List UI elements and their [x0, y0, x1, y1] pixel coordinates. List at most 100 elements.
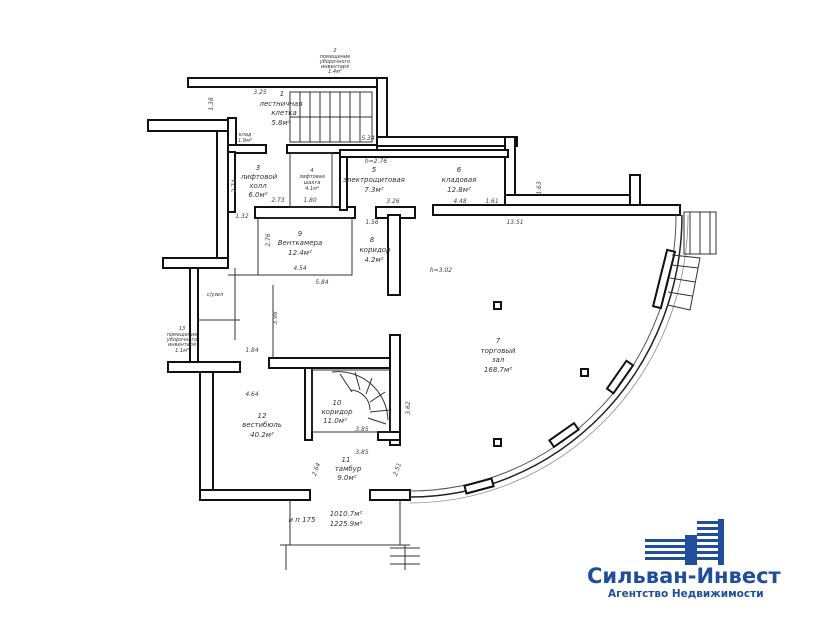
svg-text:h=3.02: h=3.02	[430, 267, 452, 274]
svg-text:электрощитовая: электрощитовая	[343, 176, 405, 184]
svg-text:лифтовая: лифтовая	[298, 174, 325, 180]
svg-text:3.62: 3.62	[405, 401, 412, 415]
svg-text:6.0м²: 6.0м²	[248, 191, 267, 199]
svg-text:8: 8	[370, 236, 375, 244]
company-logo: Сильван-Инвест Агентство Недвижимости	[587, 519, 782, 600]
svg-text:9: 9	[298, 230, 303, 238]
svg-text:2.64: 2.64	[311, 462, 322, 477]
columns	[493, 301, 589, 447]
svg-text:с/узел: с/узел	[207, 292, 224, 298]
svg-text:вестибюль: вестибюль	[242, 421, 282, 429]
room-label-12: 12 вестибюль 40.2м²	[242, 412, 282, 439]
svg-text:4.48: 4.48	[453, 198, 467, 205]
svg-text:торговый: торговый	[481, 347, 516, 355]
svg-text:2.74: 2.74	[231, 179, 238, 193]
room-label-13: 13 помещение уборочного инвентаря 1.1м²	[166, 326, 197, 354]
svg-text:5.8м²: 5.8м²	[271, 119, 290, 127]
svg-text:1.56: 1.56	[365, 219, 379, 226]
svg-text:3.98: 3.98	[272, 311, 279, 325]
svg-text:4.54: 4.54	[293, 265, 307, 272]
svg-text:коридор: коридор	[321, 408, 353, 416]
exterior-stairs	[280, 211, 717, 570]
svg-text:Венткамера: Венткамера	[278, 239, 323, 247]
svg-text:4.64: 4.64	[245, 391, 259, 398]
svg-text:инвентаря: инвентаря	[168, 342, 196, 348]
svg-text:3.25: 3.25	[253, 89, 267, 96]
svg-text:3.85: 3.85	[355, 449, 369, 456]
svg-text:лифтовой: лифтовой	[240, 173, 278, 181]
svg-text:уборочного: уборочного	[319, 59, 350, 65]
svg-text:7.3м²: 7.3м²	[364, 186, 383, 194]
svg-text:7: 7	[496, 337, 501, 345]
svg-text:5: 5	[372, 166, 377, 174]
svg-text:5.84: 5.84	[315, 279, 329, 286]
svg-text:3.26: 3.26	[386, 198, 400, 205]
curved-facade	[409, 214, 689, 504]
svg-text:10: 10	[333, 399, 342, 407]
svg-text:168.7м²: 168.7м²	[484, 366, 512, 374]
svg-text:11.0м²: 11.0м²	[323, 417, 347, 425]
svg-text:кладовая: кладовая	[442, 176, 477, 184]
svg-text:2.51: 2.51	[392, 462, 403, 477]
svg-text:11: 11	[342, 456, 351, 464]
svg-text:1010.7м²: 1010.7м²	[330, 510, 363, 518]
svg-text:зал: зал	[492, 356, 505, 364]
ceiling-heights: h=2.76 h=3.02	[365, 158, 452, 274]
svg-text:12: 12	[258, 412, 267, 420]
svg-text:2.73: 2.73	[271, 197, 285, 204]
svg-text:12.4м²: 12.4м²	[288, 249, 312, 257]
svg-text:помещение: помещение	[320, 54, 351, 60]
svg-text:1.61: 1.61	[485, 198, 498, 205]
room-label-4: 4 лифтовая шахта 4.1м²	[298, 168, 325, 192]
svg-text:h=2.76: h=2.76	[365, 158, 387, 165]
room-label-8: 8 коридор 4.2м²	[359, 236, 391, 264]
svg-text:Сильван-Инвест: Сильван-Инвест	[587, 564, 782, 588]
svg-text:коридор: коридор	[359, 246, 391, 254]
svg-text:6: 6	[457, 166, 462, 174]
svg-text:13: 13	[179, 326, 185, 332]
room-label-7: 7 торговый зал 168.7м²	[481, 337, 516, 374]
svg-text:3: 3	[256, 164, 260, 172]
svg-text:13.51: 13.51	[506, 219, 523, 226]
svg-text:и п 175: и п 175	[289, 516, 316, 524]
room-label-3: 3 лифтовой холл 6.0м²	[240, 164, 278, 199]
building-logo-icon	[645, 519, 724, 565]
stairs-spiral	[331, 371, 391, 425]
dimension-labels: 3.25 5.34 2.73 1.80 3.26 4.48 13.51 4.54…	[208, 89, 543, 477]
svg-text:5.34: 5.34	[361, 135, 375, 142]
svg-text:1.80: 1.80	[303, 197, 317, 204]
room-label-wc: с/узел	[207, 292, 224, 298]
svg-text:12.8м²: 12.8м²	[447, 186, 471, 194]
svg-text:2.76: 2.76	[265, 233, 272, 247]
room-label-9: 9 Венткамера 12.4м²	[278, 230, 323, 257]
svg-text:40.2м²: 40.2м²	[250, 431, 274, 439]
svg-text:1: 1	[280, 90, 284, 98]
svg-text:1.84: 1.84	[245, 347, 259, 354]
room-label-2: 2 помещение уборочного инвентаря 1.4м²	[319, 48, 350, 75]
walls	[147, 77, 681, 501]
svg-text:помещение: помещение	[167, 332, 198, 338]
room-label-5: 5 электрощитовая 7.3м²	[343, 166, 405, 194]
svg-text:инвентаря: инвентаря	[321, 64, 349, 70]
svg-text:9.0м²: 9.0м²	[337, 474, 356, 482]
svg-text:4: 4	[310, 168, 313, 174]
room-label-10: 10 коридор 11.0м²	[321, 399, 353, 425]
totals: и п 175 1010.7м² 1225.9м²	[289, 510, 363, 528]
svg-text:4.1м²: 4.1м²	[305, 186, 319, 192]
svg-text:лестничная: лестничная	[258, 100, 302, 108]
svg-text:1.1м²: 1.1м²	[175, 348, 189, 354]
svg-text:2: 2	[333, 48, 336, 54]
svg-text:1.38: 1.38	[208, 97, 215, 111]
stairs-main	[289, 91, 373, 143]
svg-text:1.63: 1.63	[536, 181, 543, 195]
svg-text:клад: клад	[239, 132, 252, 138]
svg-text:3.85: 3.85	[355, 426, 369, 433]
svg-text:клетка: клетка	[271, 109, 297, 117]
svg-text:1225.9м²: 1225.9м²	[330, 520, 363, 528]
svg-text:уборочного: уборочного	[166, 337, 197, 343]
svg-text:4.2м²: 4.2м²	[364, 256, 383, 264]
room-label-1: 1 лестничная клетка 5.8м²	[258, 90, 302, 127]
partitions	[198, 152, 391, 433]
